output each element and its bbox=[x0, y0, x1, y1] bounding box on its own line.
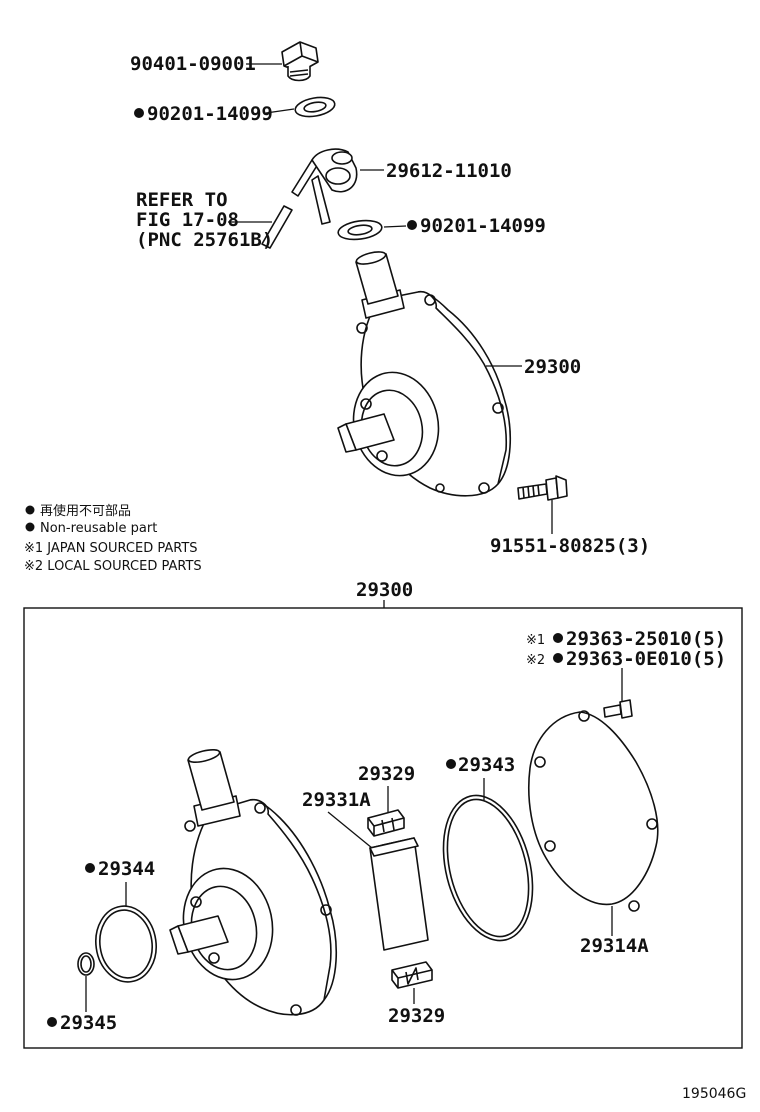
label-plug: 90401-09001 bbox=[130, 53, 256, 75]
union-fitting-drawing bbox=[291, 148, 358, 225]
label-oring-large: 29343 bbox=[458, 754, 515, 776]
label-union: 29612-11010 bbox=[386, 160, 512, 182]
label-vane-bottom: 29329 bbox=[388, 1005, 445, 1027]
label-bolt: 91551-80825(3) bbox=[490, 535, 650, 557]
label-oring-mid: 29344 bbox=[98, 858, 155, 880]
label-oring-small: 29345 bbox=[60, 1012, 117, 1034]
vacuum-pump-drawing bbox=[337, 251, 512, 497]
box-title: 29300 bbox=[356, 579, 413, 601]
label-screw-2: 29363-0E010(5) bbox=[566, 648, 726, 670]
screw-drawing bbox=[603, 699, 633, 719]
pump-body-drawing bbox=[169, 748, 338, 1016]
label-gasket-mid: 90201-14099 bbox=[420, 215, 546, 237]
vane-top-drawing bbox=[367, 809, 405, 837]
screw-2-mark: ※2 bbox=[526, 653, 545, 668]
figure-code: 195046G bbox=[682, 1086, 746, 1102]
oring-mid-drawing bbox=[95, 905, 157, 983]
label-cover: 29314A bbox=[580, 935, 649, 957]
legend-local: ※2 LOCAL SOURCED PARTS bbox=[24, 559, 202, 574]
oring-large-drawing bbox=[442, 794, 534, 942]
label-refer-1: REFER TO bbox=[136, 189, 228, 211]
hose-drawing bbox=[261, 205, 293, 249]
label-screw-1: 29363-25010(5) bbox=[566, 628, 726, 650]
label-refer-2: FIG 17-08 bbox=[136, 209, 239, 231]
vane-bottom-drawing bbox=[391, 961, 433, 989]
legend: 再使用不可部品 Non-reusable part ※1 JAPAN SOURC… bbox=[24, 503, 202, 574]
label-pump-assy: 29300 bbox=[524, 356, 581, 378]
legend-japan: ※1 JAPAN SOURCED PARTS bbox=[24, 541, 198, 556]
plug-drawing bbox=[281, 41, 319, 82]
screw-1-mark: ※1 bbox=[526, 633, 545, 648]
label-vane-top: 29329 bbox=[358, 763, 415, 785]
label-refer-3: (PNC 25761B) bbox=[136, 229, 273, 251]
label-gasket-top: 90201-14099 bbox=[147, 103, 273, 125]
legend-jp: 再使用不可部品 bbox=[40, 503, 131, 519]
label-rotor: 29331A bbox=[302, 789, 371, 811]
legend-non-reusable: Non-reusable part bbox=[40, 521, 157, 536]
exploded-view-box bbox=[23, 607, 743, 1049]
cover-plate-drawing bbox=[527, 710, 659, 912]
rotor-drawing bbox=[369, 837, 429, 951]
non-reusable-dot bbox=[134, 108, 144, 118]
bolt-drawing bbox=[517, 475, 568, 501]
